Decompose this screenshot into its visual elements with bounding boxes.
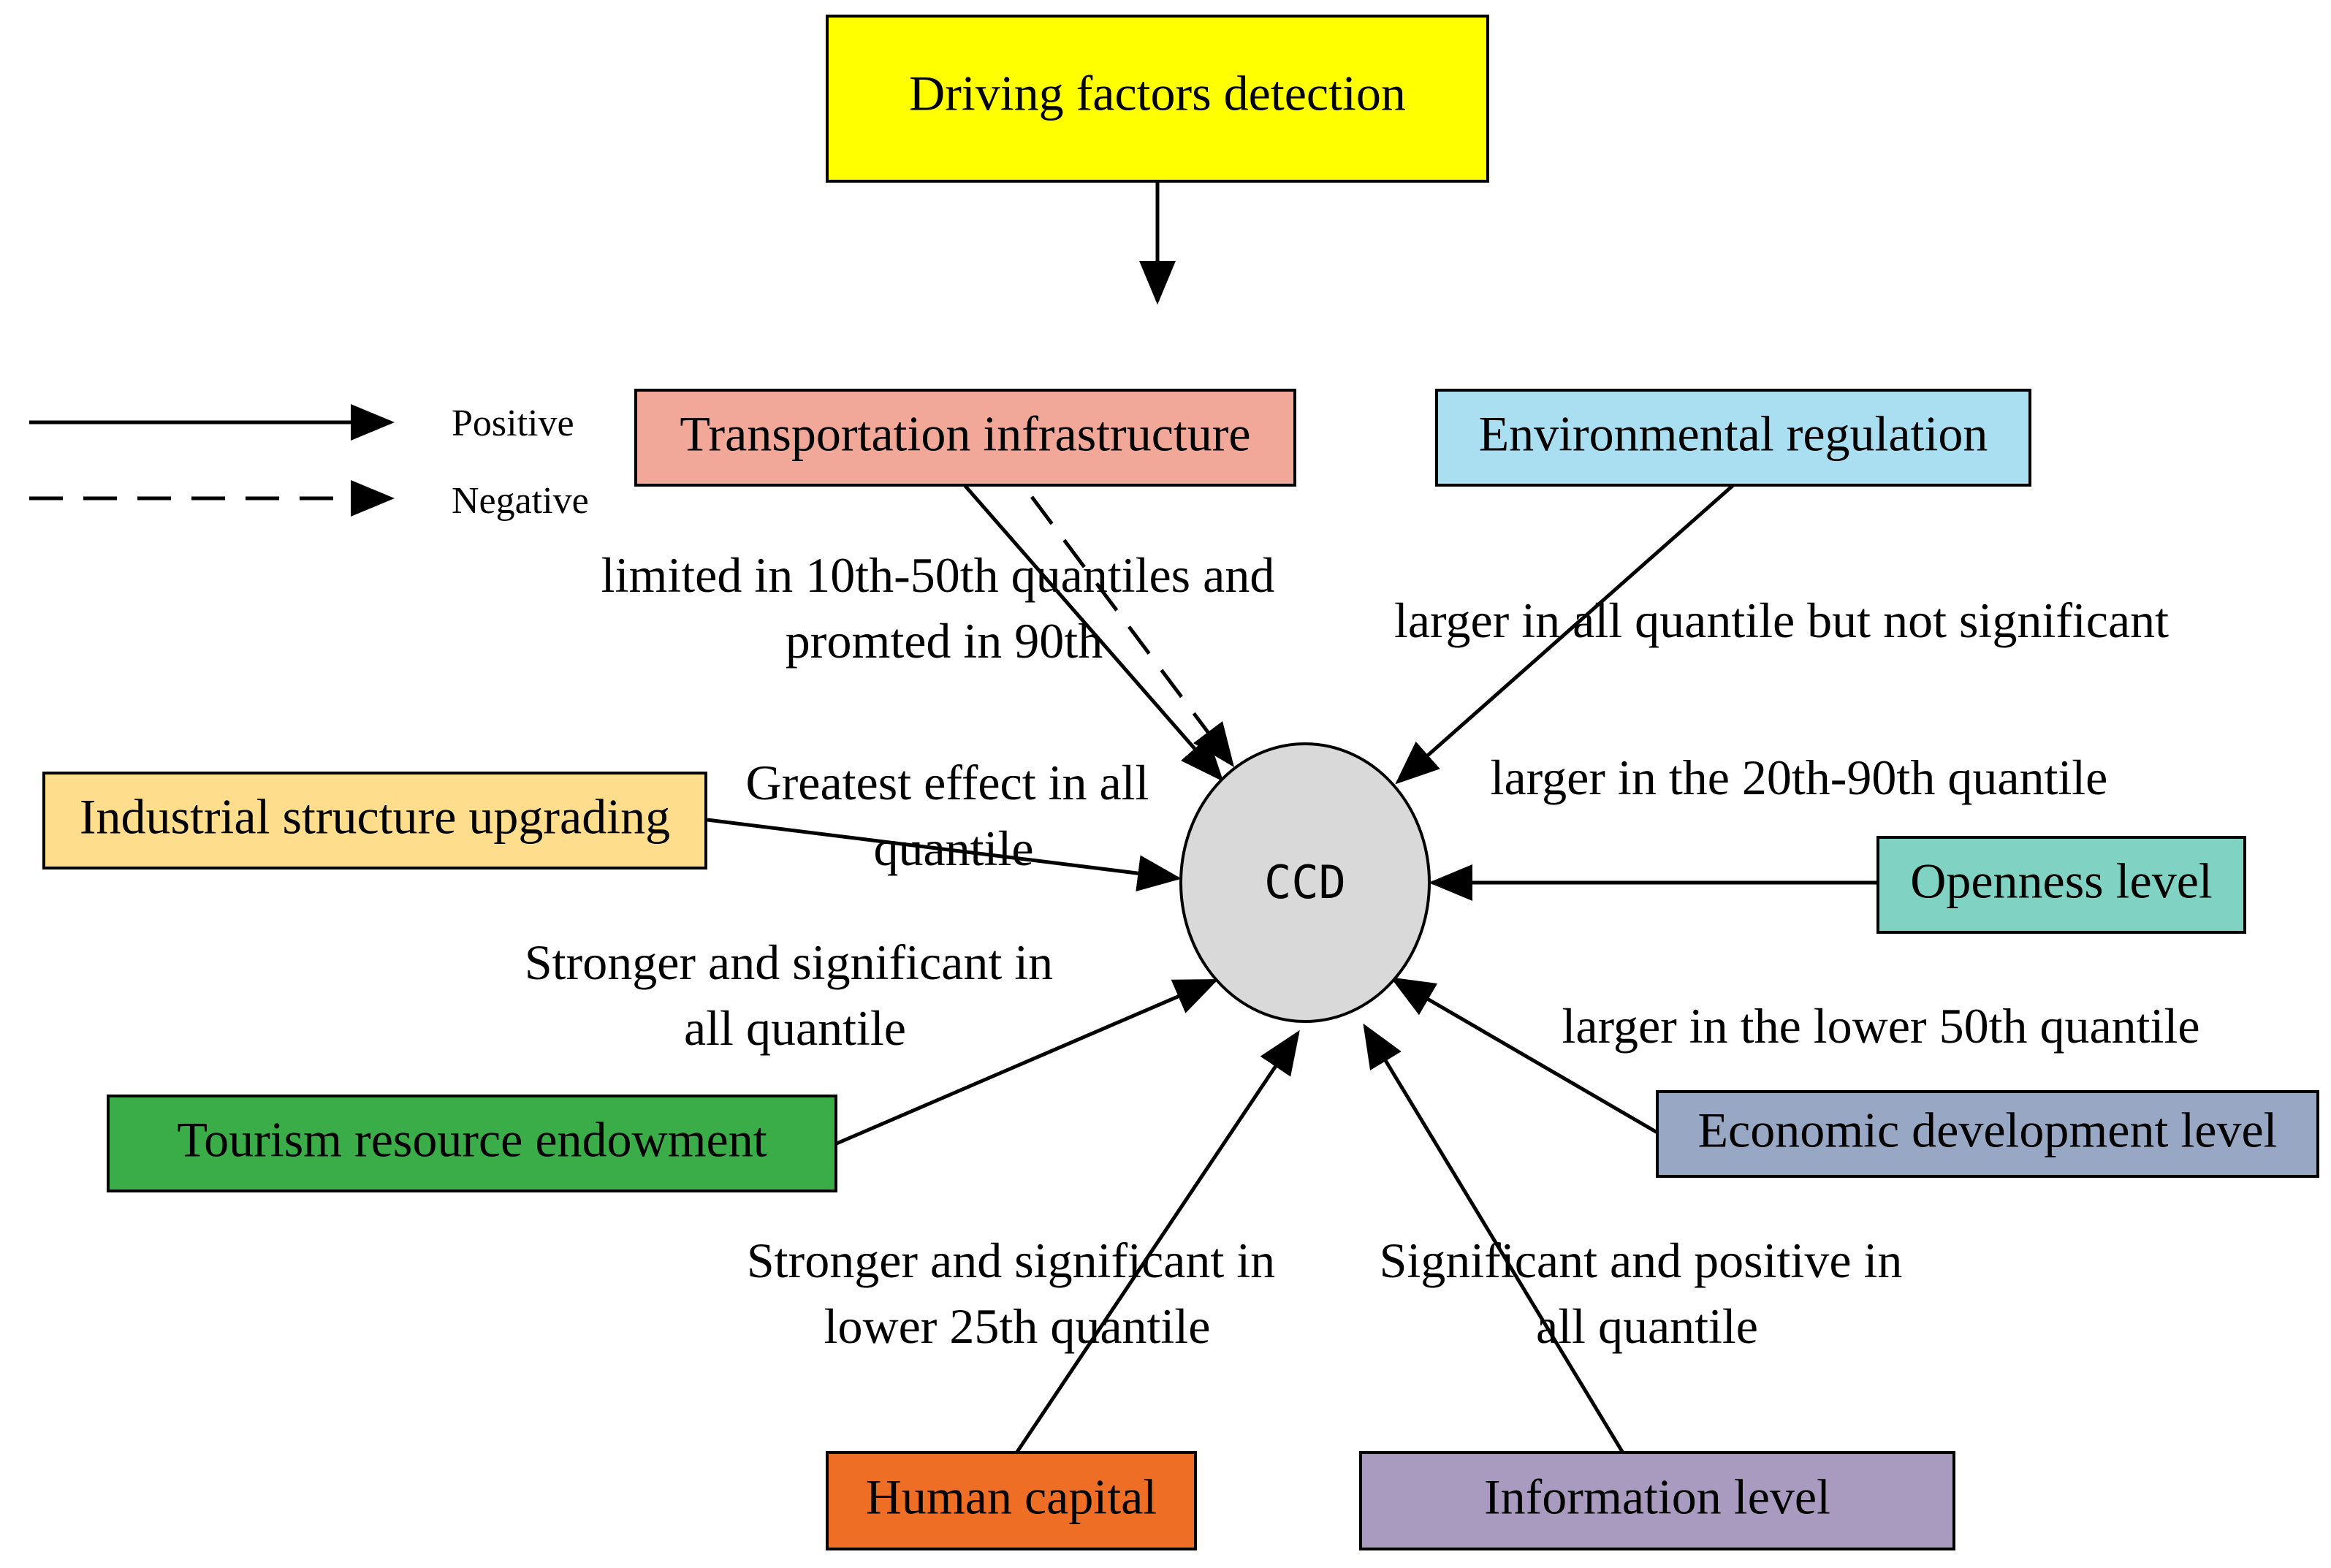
edge-transport-negative — [1030, 495, 1234, 768]
note-industrial: Greatest effect in all quantile — [746, 755, 1162, 876]
edge-environment — [1395, 484, 1735, 785]
title-node: Driving factors detection — [826, 15, 1489, 183]
factor-label-transport: Transportation infrastructure — [680, 406, 1250, 462]
factor-label-human: Human capital — [866, 1469, 1157, 1525]
factor-box-economic — [1656, 1090, 2319, 1178]
legend: Positive Negative — [29, 403, 589, 522]
note-human-line-2: lower 25th quantile — [824, 1298, 1211, 1354]
note-industrial-line-1: Greatest effect in all — [746, 755, 1149, 810]
ccd-node: CCD — [1179, 742, 1431, 1023]
factor-label-environment: Environmental regulation — [1479, 406, 1988, 462]
ccd-node-ellipse — [1179, 742, 1431, 1023]
factor-box-openness — [1876, 836, 2246, 934]
factor-node-openness: Openness level — [1876, 836, 2246, 934]
note-economic: larger in the lower 50th quantile — [1562, 998, 2199, 1054]
edge-human — [1014, 1030, 1300, 1455]
factor-label-information: Information level — [1484, 1469, 1830, 1525]
note-information-line-1: Significant and positive in — [1380, 1233, 1903, 1288]
edge-transport-positive — [963, 484, 1224, 782]
edge-information — [1363, 1023, 1626, 1455]
factor-node-transport: Transportation infrastructure — [634, 389, 1296, 487]
note-industrial-line-2: quantile — [873, 821, 1033, 876]
note-tourism: Stronger and significant in all quantile — [525, 935, 1065, 1056]
note-human-line-1: Stronger and significant in — [747, 1233, 1275, 1288]
factor-node-information: Information level — [1359, 1451, 1955, 1550]
note-openness-line-1: larger in the 20th-90th quantile — [1491, 750, 2108, 805]
factor-label-industrial: Industrial structure upgrading — [80, 789, 670, 845]
factor-box-human — [826, 1451, 1197, 1550]
factor-edges — [707, 484, 1878, 1455]
note-economic-line-1: larger in the lower 50th quantile — [1562, 998, 2199, 1054]
factor-node-tourism: Tourism resource endowment — [107, 1095, 837, 1192]
note-transport-line-1: limited in 10th-50th quantiles and — [601, 547, 1275, 603]
legend-negative-label: Negative — [452, 480, 589, 522]
note-information: Significant and positive in all quantile — [1380, 1233, 1915, 1354]
note-tourism-line-1: Stronger and significant in — [525, 935, 1053, 990]
legend-positive-label: Positive — [452, 403, 574, 444]
factor-label-tourism: Tourism resource endowment — [177, 1112, 767, 1168]
edge-industrial — [707, 818, 1182, 892]
note-environment-line-1: larger in all quantile but not significa… — [1394, 593, 2169, 648]
note-transport-line-2: promted in 90th — [786, 613, 1103, 669]
factor-label-economic: Economic development level — [1697, 1103, 2277, 1158]
edge-notes: limited in 10th-50th quantiles and promt… — [525, 547, 2200, 1354]
factor-node-human: Human capital — [826, 1451, 1197, 1550]
factor-label-openness: Openness level — [1910, 853, 2213, 909]
factor-box-transport — [634, 389, 1296, 487]
note-human: Stronger and significant in lower 25th q… — [747, 1233, 1288, 1354]
note-environment: larger in all quantile but not significa… — [1394, 593, 2169, 648]
title-node-box — [826, 15, 1489, 183]
factor-box-industrial — [42, 772, 707, 869]
note-transport: limited in 10th-50th quantiles and promt… — [601, 547, 1288, 669]
factor-box-information — [1359, 1451, 1955, 1550]
edge-tourism — [836, 978, 1219, 1146]
factor-node-industrial: Industrial structure upgrading — [42, 772, 707, 869]
factor-box-environment — [1435, 389, 2031, 487]
title-node-label: Driving factors detection — [909, 66, 1406, 121]
note-openness: larger in the 20th-90th quantile — [1491, 750, 2108, 805]
factor-box-tourism — [107, 1095, 837, 1192]
edge-economic — [1390, 977, 1659, 1135]
note-information-line-2: all quantile — [1536, 1298, 1758, 1354]
factor-node-environment: Environmental regulation — [1435, 389, 2031, 487]
factor-node-economic: Economic development level — [1656, 1090, 2319, 1178]
note-tourism-line-2: all quantile — [684, 1000, 906, 1056]
ccd-node-label: CCD — [1264, 856, 1346, 909]
